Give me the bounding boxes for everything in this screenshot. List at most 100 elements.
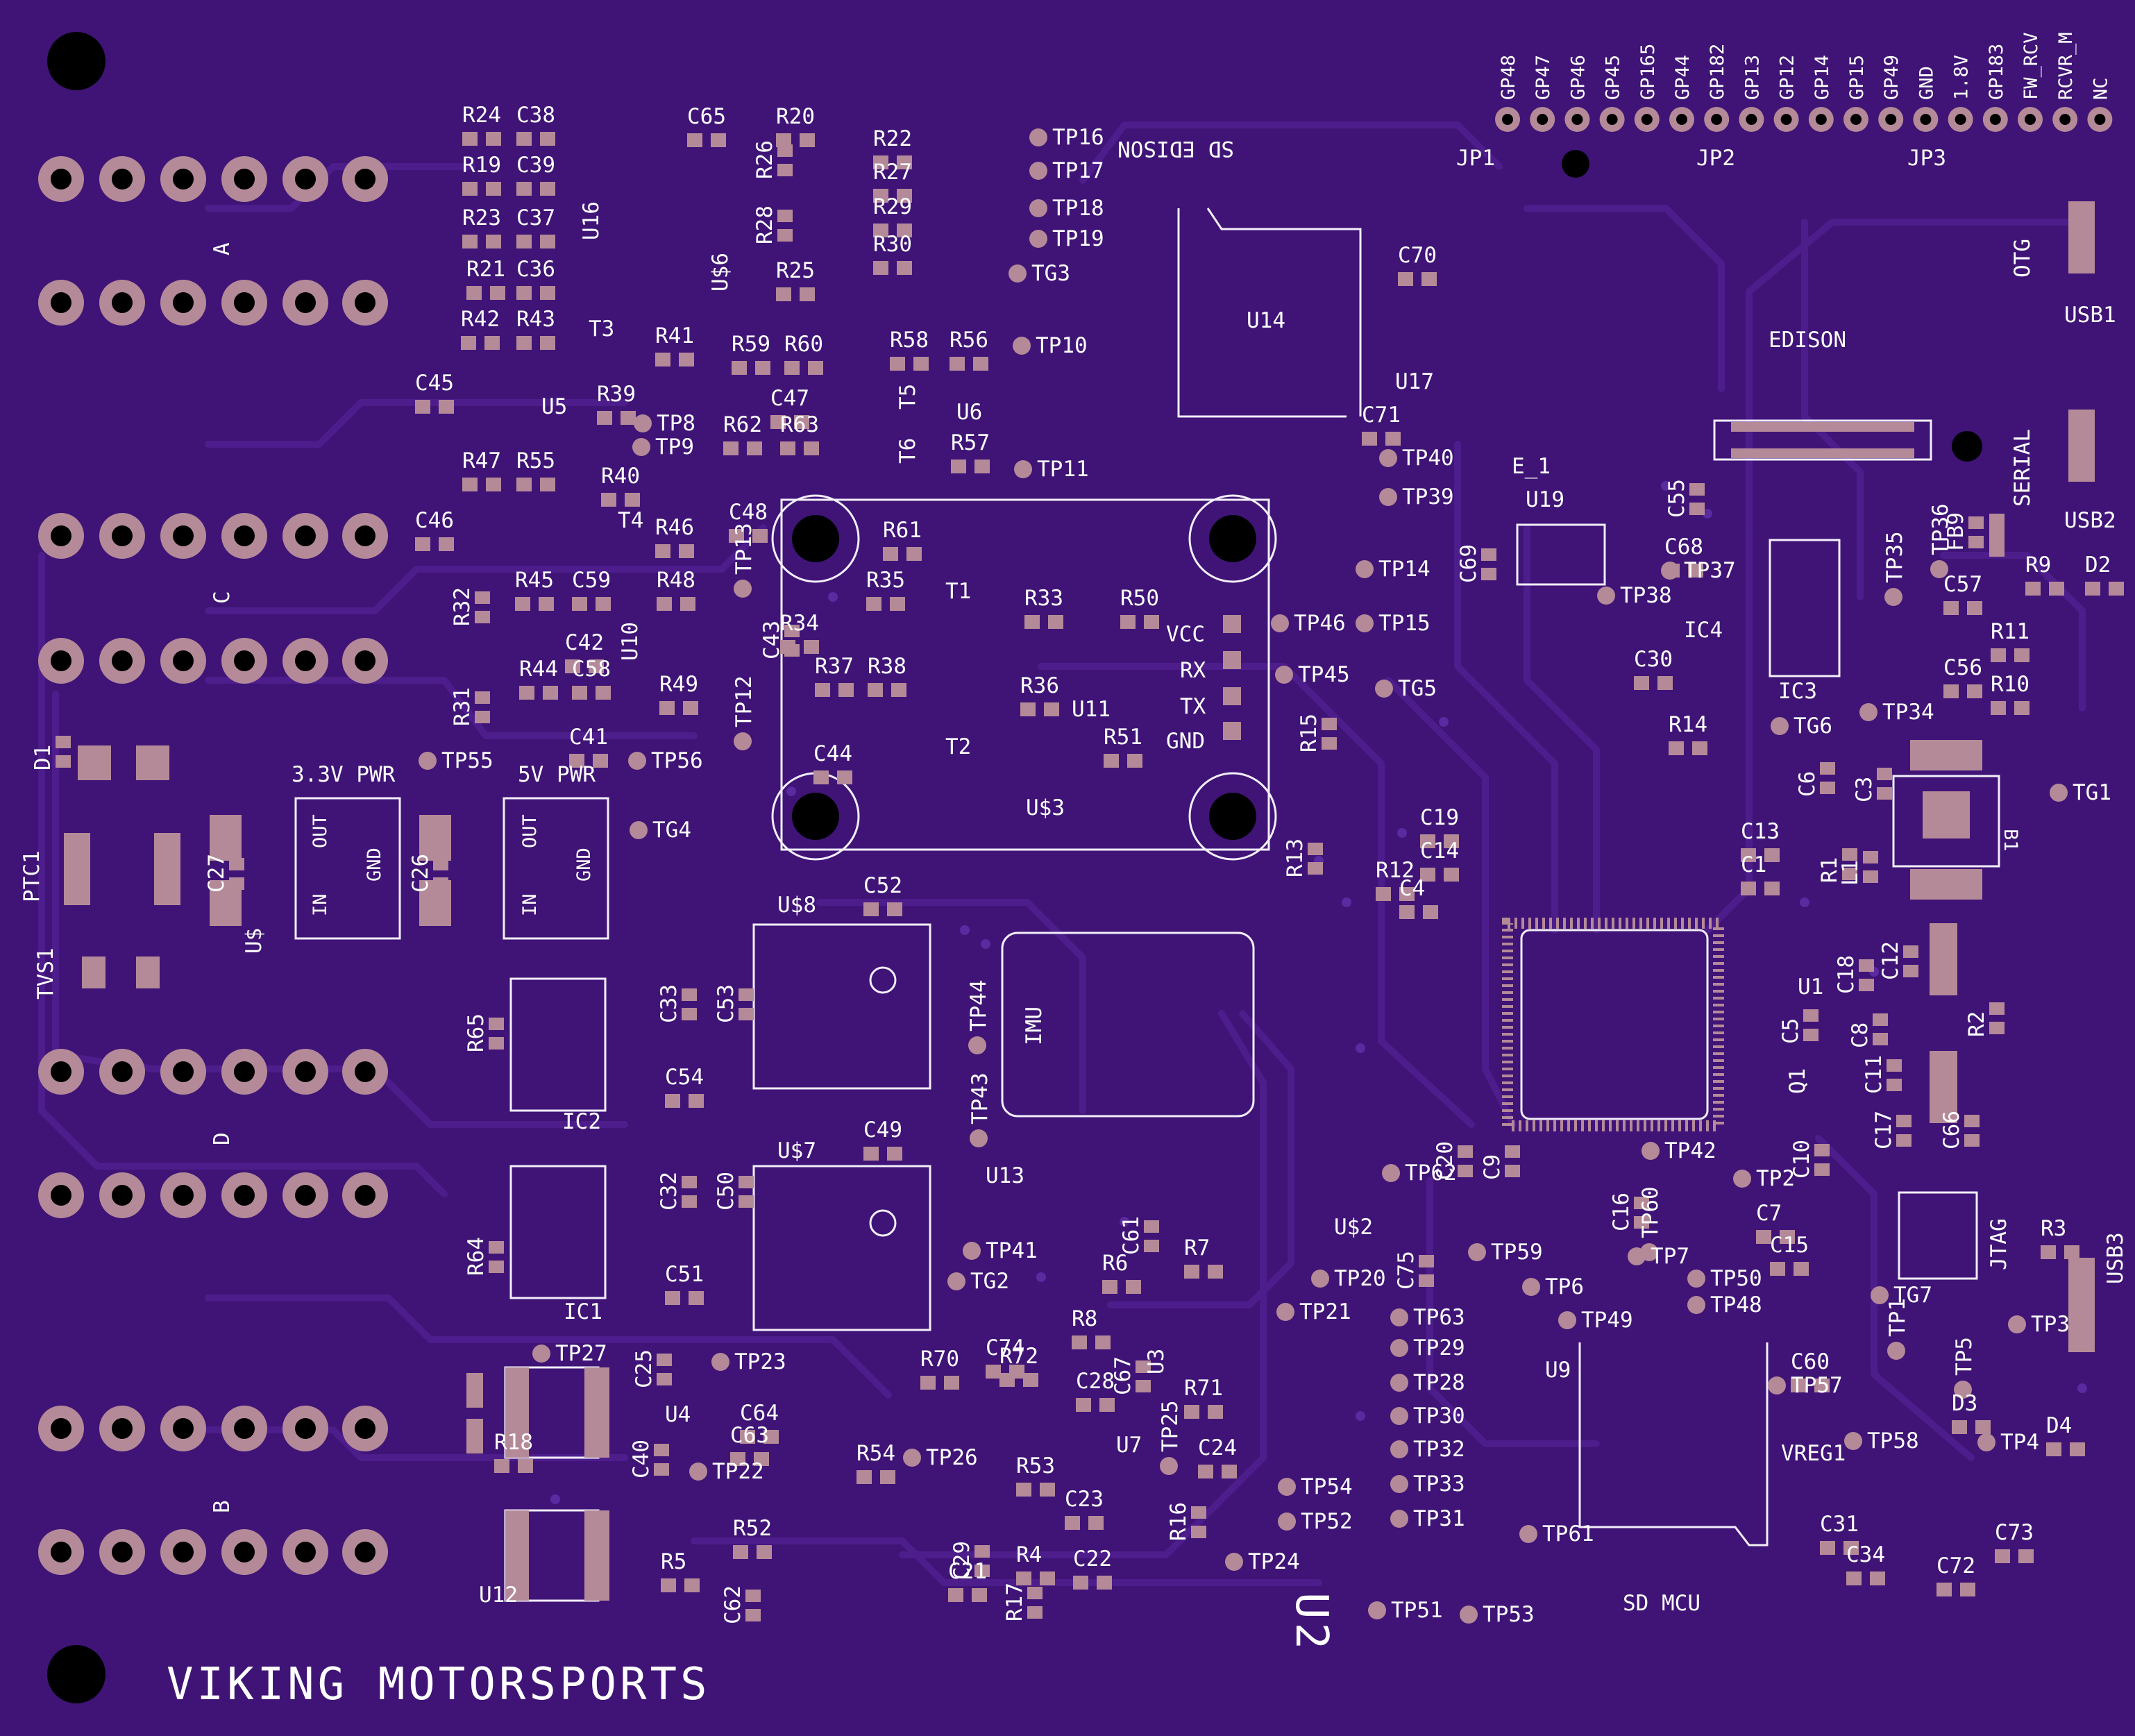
- smd-pads: [64, 201, 2095, 1601]
- test-point-pad: [1628, 1247, 1646, 1265]
- refdes-label: TP28: [1413, 1370, 1465, 1395]
- pwr33-gnd: GND: [364, 848, 385, 882]
- refdes-label: TP30: [1413, 1404, 1465, 1429]
- connector-pin: [282, 280, 328, 326]
- refdes-label: C14: [1420, 838, 1459, 863]
- refdes-label: TP13: [732, 523, 757, 575]
- refdes-label: C43: [759, 621, 784, 659]
- refdes-label: C62: [720, 1585, 745, 1624]
- refdes-label: IC3: [1778, 679, 1817, 704]
- test-point-pad: [1029, 199, 1047, 217]
- refdes-label: TG6: [1794, 714, 1832, 739]
- board-title: VIKING MOTORSPORTS: [167, 1659, 711, 1710]
- refdes-label: R14: [1669, 712, 1707, 737]
- refdes-label: U16: [579, 201, 604, 240]
- refdes-label: TP35: [1882, 531, 1907, 583]
- header-pin: [1530, 107, 1555, 132]
- refdes-label: C19: [1420, 805, 1459, 830]
- refdes-label: R28: [752, 205, 777, 244]
- connector-pin: [342, 156, 388, 202]
- refdes-label: C38: [516, 103, 555, 128]
- refdes-label: R39: [597, 382, 636, 407]
- refdes-label: FB9: [1943, 512, 1968, 551]
- refdes-label: C21: [948, 1559, 987, 1584]
- connector-pin: [221, 513, 267, 559]
- refdes-label: R33: [1024, 586, 1063, 611]
- test-point-pad: [1278, 1478, 1296, 1496]
- refdes-label: U17: [1395, 369, 1434, 394]
- refdes-label: TP23: [734, 1349, 786, 1374]
- test-point-pad: [1954, 1381, 1972, 1399]
- top-header-pins: [1495, 107, 2113, 132]
- refdes-label: C42: [565, 630, 604, 655]
- refdes-label: TP11: [1037, 457, 1089, 482]
- refdes-label: R27: [873, 160, 912, 185]
- connector-pin: [221, 1049, 267, 1095]
- refdes-label: R25: [776, 258, 815, 283]
- connector-pin: [38, 1406, 84, 1451]
- refdes-label: R71: [1184, 1376, 1223, 1401]
- refdes-label: TP55: [441, 748, 493, 773]
- connector-pin: [99, 1406, 145, 1451]
- header-pin: [1564, 107, 1590, 132]
- test-point-pad: [970, 1129, 988, 1147]
- test-point-pad: [1029, 162, 1047, 180]
- test-point-pad: [1887, 1342, 1905, 1360]
- test-point-pad: [1029, 230, 1047, 248]
- refdes-label: R10: [1991, 672, 2029, 697]
- refdes-label: C69: [1456, 544, 1481, 583]
- refdes-label: R54: [856, 1441, 895, 1466]
- test-point-pad: [1522, 1278, 1540, 1296]
- refdes-label: PTC1: [19, 850, 44, 902]
- refdes-label: C5: [1778, 1018, 1803, 1044]
- refdes-label: R19: [462, 153, 501, 178]
- test-point-pad: [630, 821, 648, 839]
- test-point-pad: [1390, 1339, 1408, 1357]
- connector-pin: [221, 638, 267, 684]
- connector-pin: [38, 156, 84, 202]
- refdes-label: C34: [1846, 1542, 1885, 1567]
- refdes-label: IC4: [1684, 618, 1723, 643]
- test-point-pad: [1597, 587, 1615, 605]
- refdes-label: R55: [516, 448, 555, 473]
- connector-pin: [342, 513, 388, 559]
- refdes-label: U11: [1072, 697, 1111, 722]
- refdes-label: R47: [462, 448, 501, 473]
- header-pin: [1669, 107, 1694, 132]
- refdes-label: TP1: [1885, 1298, 1910, 1337]
- test-point-pad: [1687, 1296, 1705, 1314]
- test-point-pad: [1390, 1407, 1408, 1425]
- refdes-label: R35: [866, 568, 905, 593]
- refdes-label: TP2: [1756, 1166, 1795, 1191]
- connector-pin: [342, 1406, 388, 1451]
- refdes-label: R1: [1817, 857, 1842, 883]
- refdes-label: R32: [450, 587, 475, 626]
- uart-rx: RX: [1180, 658, 1206, 683]
- test-point-pad: [1276, 1303, 1294, 1321]
- connector-pin: [99, 156, 145, 202]
- refdes-label: R26: [752, 140, 777, 179]
- header-pin: [1739, 107, 1764, 132]
- refdes-label: R45: [515, 568, 554, 593]
- refdes-label: TP6: [1545, 1274, 1584, 1299]
- refdes-label: TP62: [1405, 1161, 1457, 1186]
- header-pin-label: GP49: [1881, 55, 1902, 100]
- connector-pin: [282, 1049, 328, 1095]
- connector-pin: [160, 1406, 206, 1451]
- connector-pin: [342, 1049, 388, 1095]
- test-point-pad: [1468, 1243, 1486, 1261]
- refdes-label: R4: [1016, 1542, 1042, 1567]
- connector-pin: [160, 1049, 206, 1095]
- refdes-label: TG5: [1398, 676, 1437, 701]
- connector-pin: [342, 638, 388, 684]
- pwr5-gnd: GND: [573, 848, 595, 882]
- refdes-label: U9: [1545, 1358, 1571, 1383]
- header-pin: [2087, 107, 2113, 132]
- refdes-label: U2: [1285, 1592, 1337, 1653]
- sd-edison-label: SD EDISON: [1117, 136, 1234, 161]
- refdes-label: C47: [770, 386, 809, 411]
- refdes-label: R59: [732, 332, 770, 357]
- refdes-label: R16: [1166, 1502, 1191, 1541]
- test-point-pad: [1642, 1142, 1660, 1160]
- header-pin-label: GND: [1916, 66, 1937, 100]
